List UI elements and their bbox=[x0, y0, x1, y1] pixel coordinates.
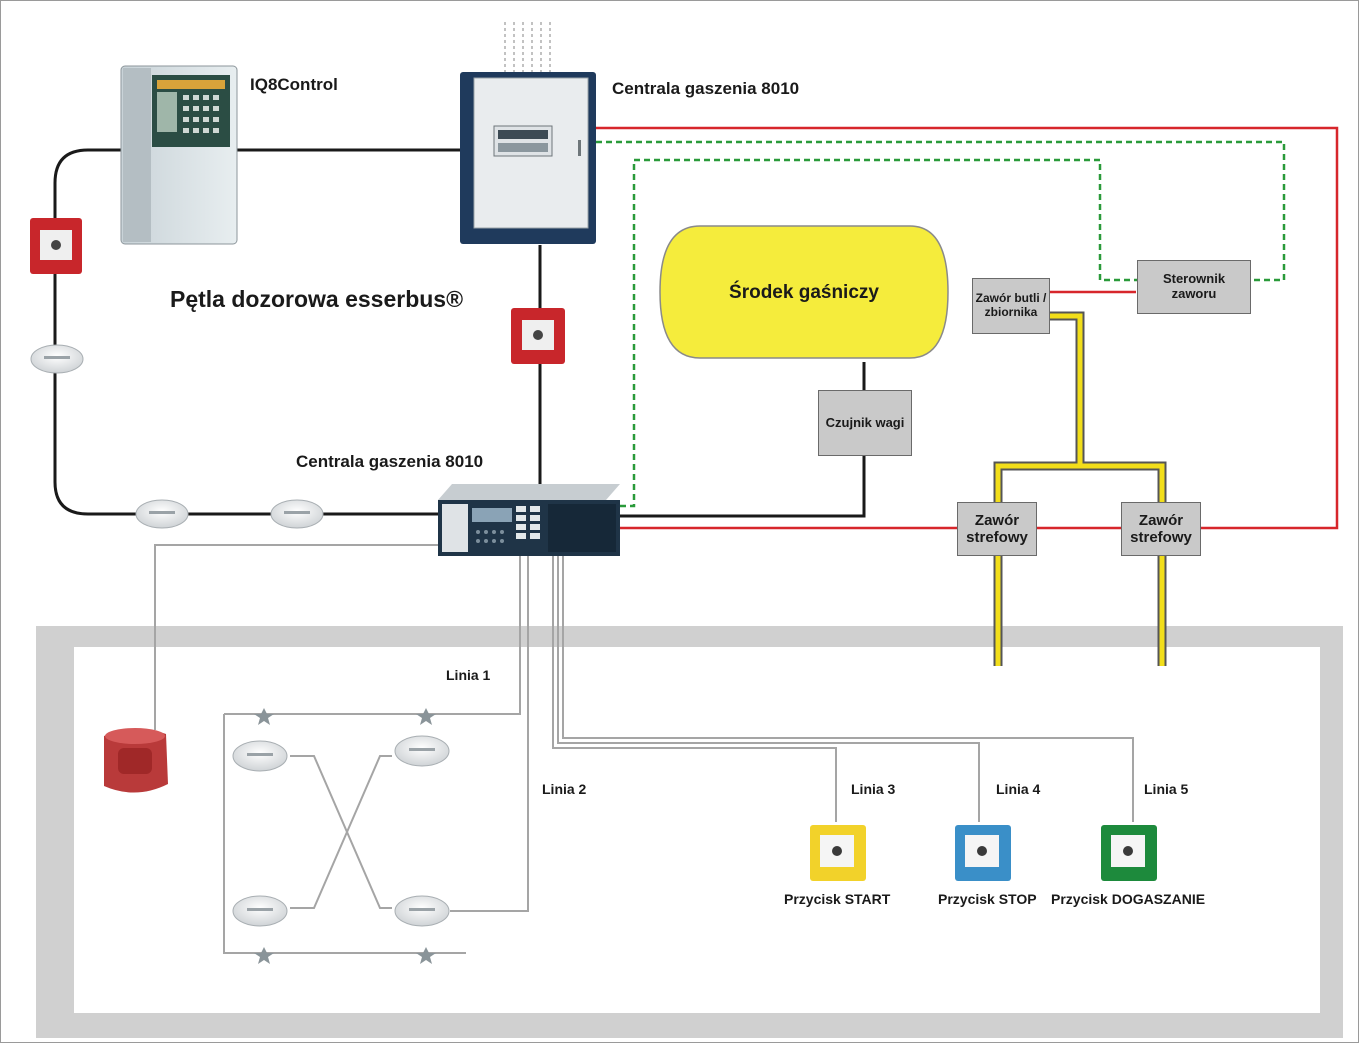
agent-label: Środek gaśniczy bbox=[729, 282, 879, 303]
iq8control-label: IQ8Control bbox=[250, 75, 338, 94]
smoke-detector-zone-4 bbox=[394, 895, 450, 927]
valve-controller-box: Sterownik zaworu bbox=[1137, 260, 1251, 314]
start-button-label: Przycisk START bbox=[784, 891, 891, 907]
line-5-label: Linia 5 bbox=[1144, 781, 1189, 797]
cylinder-valve-box: Zawór butli / zbiornika bbox=[972, 278, 1050, 334]
centrala-top-label: Centrala gaszenia 8010 bbox=[612, 79, 800, 98]
centrala-bottom-unit bbox=[438, 484, 620, 556]
zone-valve-box-2: Zawór strefowy bbox=[1121, 502, 1201, 556]
end-of-line-markers bbox=[254, 708, 436, 964]
line-1-label: Linia 1 bbox=[446, 667, 491, 683]
smoke-detector-zone-1 bbox=[232, 740, 288, 772]
smoke-detector-loop-1 bbox=[30, 344, 84, 374]
weight-sensor-box: Czujnik wagi bbox=[818, 390, 912, 456]
centrala-top-cabinet bbox=[460, 72, 596, 244]
line-4-label: Linia 4 bbox=[996, 781, 1041, 797]
zone-valve-box-1: Zawór strefowy bbox=[957, 502, 1037, 556]
iq8control-panel bbox=[120, 65, 238, 245]
centrala-bottom-label: Centrala gaszenia 8010 bbox=[296, 452, 484, 471]
agent-tank bbox=[659, 225, 949, 359]
extinguishing-pipes bbox=[993, 311, 1167, 666]
signal-lines-red bbox=[596, 126, 1339, 530]
stop-button-label: Przycisk STOP bbox=[938, 891, 1037, 907]
manual-call-point-left bbox=[30, 218, 82, 274]
control-lines-green bbox=[596, 140, 1286, 508]
smoke-detector-zone-2 bbox=[394, 735, 450, 767]
output-lines bbox=[504, 22, 551, 72]
smoke-detector-zone-3 bbox=[232, 895, 288, 927]
dogaszanie-button-label: Przycisk DOGASZANIE bbox=[1051, 891, 1206, 907]
detection-loop bbox=[53, 148, 866, 518]
button-stop bbox=[955, 825, 1011, 881]
button-start bbox=[810, 825, 866, 881]
manual-call-point-right bbox=[511, 308, 565, 364]
smoke-detector-loop-3 bbox=[270, 499, 324, 529]
loop-title: Pętla dozorowa esserbus® bbox=[170, 286, 464, 312]
line-3-label: Linia 3 bbox=[851, 781, 896, 797]
smoke-detector-loop-2 bbox=[135, 499, 189, 529]
button-dogaszanie bbox=[1101, 825, 1157, 881]
sounder-icon bbox=[104, 728, 168, 793]
line-2-label: Linia 2 bbox=[542, 781, 587, 797]
